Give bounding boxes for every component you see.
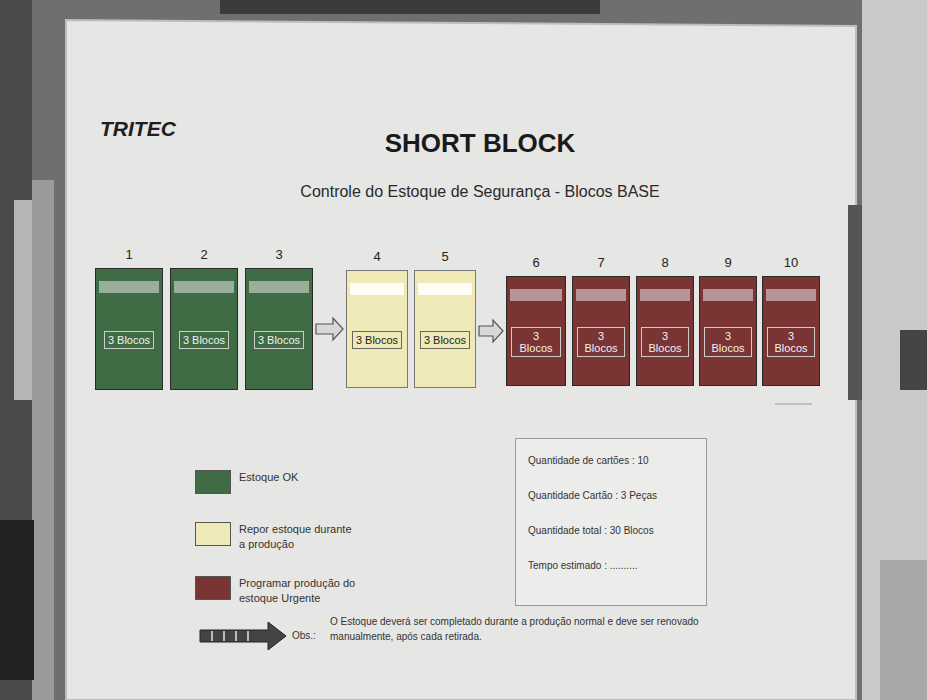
legend-text: Programar produção do estoque Urgente (239, 576, 359, 606)
card-number: 10 (763, 255, 819, 270)
card-number: 8 (637, 255, 693, 270)
legend-swatch (195, 470, 231, 494)
kanban-card: 93 Blocos (699, 276, 757, 386)
top-object (220, 0, 600, 14)
kanban-card: 103 Blocos (762, 276, 820, 386)
kanban-card: 73 Blocos (572, 276, 630, 386)
card-text: 3 Blocos (511, 327, 561, 357)
note-arrow (200, 622, 286, 650)
left-equipment (0, 520, 34, 680)
card-header-band (510, 289, 562, 301)
card-text: 3 Blocos (104, 331, 154, 349)
card-header-band (576, 289, 626, 301)
title: SHORT BLOCK (280, 128, 680, 159)
tick-mark (775, 404, 812, 405)
legend-text: Estoque OK (239, 470, 359, 485)
note-arrow-stripe (247, 631, 249, 641)
card-header-band (418, 283, 472, 295)
card-text: 3 Blocos (641, 327, 689, 357)
card-number: 9 (700, 255, 756, 270)
note-arrow-stripe (235, 631, 237, 641)
right-equipment-part (880, 560, 927, 700)
legend-item: Repor estoque durante a produção (195, 522, 375, 552)
card-number: 1 (96, 247, 162, 262)
kanban-card: 33 Blocos (245, 268, 313, 390)
kanban-card: 83 Blocos (636, 276, 694, 386)
flow-arrow (316, 318, 343, 340)
flow-arrow (479, 320, 503, 342)
card-header-band (99, 281, 159, 293)
card-text: 3 Blocos (767, 327, 815, 357)
info-line: Tempo estimado : .......... (528, 560, 694, 571)
legend-swatch (195, 522, 231, 546)
card-text: 3 Blocos (179, 331, 229, 349)
card-header-band (174, 281, 234, 293)
left-post (32, 180, 54, 700)
info-line: Quantidade Cartão : 3 Peças (528, 490, 694, 501)
card-text: 3 Blocos (254, 331, 304, 349)
note-text: O Estoque deverá ser completado durante … (330, 614, 710, 644)
board (66, 20, 856, 700)
kanban-card: 13 Blocos (95, 268, 163, 390)
card-text: 3 Blocos (420, 331, 470, 349)
note-prefix: Obs.: (292, 628, 328, 643)
note-arrow-stripe (223, 631, 225, 641)
left-rack (14, 200, 32, 400)
card-text: 3 Blocos (352, 331, 402, 349)
kanban-card: 23 Blocos (170, 268, 238, 390)
legend-text: Repor estoque durante a produção (239, 522, 359, 552)
legend-item: Estoque OK (195, 470, 375, 485)
card-number: 3 (246, 247, 312, 262)
note-arrow-stripe (211, 631, 213, 641)
legend-item: Programar produção do estoque Urgente (195, 576, 375, 606)
card-header-band (350, 283, 404, 295)
card-number: 5 (415, 249, 475, 264)
info-line: Quantidade de cartões : 10 (528, 455, 694, 466)
brand-logo: TRITEC (100, 113, 210, 145)
card-text: 3 Blocos (704, 327, 752, 357)
card-number: 7 (573, 255, 629, 270)
right-equipment (862, 0, 927, 700)
info-box: Quantidade de cartões : 10 Quantidade Car… (515, 438, 707, 606)
subtitle: Controle do Estoque de Segurança - Bloco… (230, 180, 730, 204)
legend-swatch (195, 576, 231, 600)
card-header-band (640, 289, 690, 301)
card-header-band (703, 289, 753, 301)
card-text: 3 Blocos (577, 327, 625, 357)
right-equipment-part (900, 330, 927, 390)
kanban-card: 43 Blocos (346, 270, 408, 388)
card-header-band (766, 289, 816, 301)
card-number: 4 (347, 249, 407, 264)
card-number: 2 (171, 247, 237, 262)
right-bar (848, 205, 862, 400)
card-number: 6 (507, 255, 565, 270)
kanban-card: 53 Blocos (414, 270, 476, 388)
info-line: Quantidade total : 30 Blocos (528, 525, 694, 536)
kanban-card: 63 Blocos (506, 276, 566, 386)
card-header-band (249, 281, 309, 293)
